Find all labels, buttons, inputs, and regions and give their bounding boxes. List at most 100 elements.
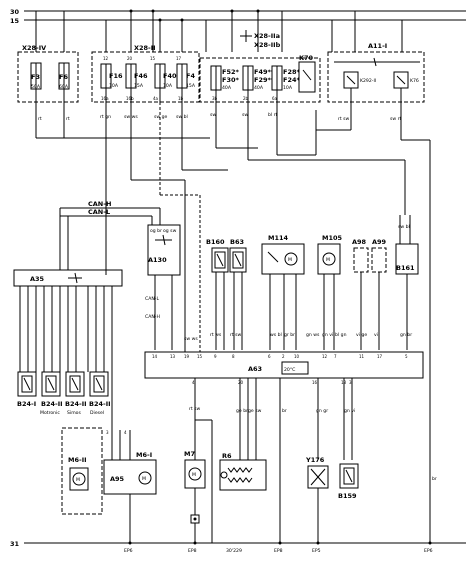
can-h-label: CAN-H	[88, 200, 111, 208]
a63-pin-15: 15	[197, 354, 203, 359]
module-a95: A95 M M6-I 3 4	[103, 420, 157, 543]
a63-pin-16: 16	[312, 380, 318, 385]
wire-rt-gn: rt gn	[100, 114, 111, 120]
fuse-f49: F49**	[254, 68, 275, 76]
m7-label: M7	[184, 450, 195, 458]
wire-gr-br: gr br	[284, 332, 295, 338]
pin-1b: 1b	[178, 96, 184, 101]
a63-pin-13: 13	[170, 354, 176, 359]
svg-text:M: M	[288, 257, 292, 263]
fuse-f29-rating: 40A	[254, 85, 264, 91]
a63-pin-14: 14	[152, 354, 158, 359]
a63-pin-12: 12	[322, 354, 328, 359]
rail-15: 15	[10, 17, 466, 25]
fuse-f52: F52*	[222, 68, 239, 76]
m105-label: M105	[322, 234, 343, 242]
b24-i-label: B24-I	[17, 400, 36, 408]
wires-a11-down: rt sw sw rt br	[316, 102, 437, 543]
b24-ii-label-c: B24-II	[89, 400, 111, 408]
a63-pin-10: 10	[294, 354, 300, 359]
fuse-f6: F6	[59, 73, 68, 81]
wire-bl-gn: bl gn	[335, 332, 347, 338]
pin-20: 20	[127, 56, 133, 61]
module-a98: A98	[352, 238, 369, 350]
wire-rt-ws: rt ws	[210, 332, 222, 338]
fuse-f29: F29**	[254, 76, 275, 84]
b160-label: B160	[206, 238, 225, 246]
sensor-b159: B159	[338, 463, 359, 500]
relay-k76: K76	[410, 78, 419, 84]
a95-label: A95	[110, 475, 125, 483]
a95-pin-3: 3	[106, 430, 109, 435]
a63-pin-2: 2	[282, 354, 285, 359]
fuse-f24-rating: 10A	[283, 85, 293, 91]
a63-pin-5: 5	[405, 354, 408, 359]
relay-k292: K292-II	[360, 78, 376, 84]
wire-br-2: br	[282, 408, 287, 414]
sensor-b24-ii-simos: B24-II Simos	[65, 371, 87, 416]
motronic-label: Motronic	[40, 410, 60, 416]
wire-vi: vi	[374, 332, 378, 338]
wire-sw-bl: sw bl	[176, 114, 188, 120]
doc-number: 30'229	[226, 548, 242, 554]
fuse-f16-rating: 10A	[109, 83, 119, 89]
r6-label: R6	[222, 452, 232, 460]
fuse-f46-rating: 15A	[134, 83, 144, 89]
a63-pin-17: 17	[377, 354, 383, 359]
a63-pin-3: 3	[349, 380, 352, 385]
a63-pin-4: 4	[192, 380, 195, 385]
wire-gn-gr: gn gr	[316, 408, 328, 414]
pin-6a: 6a	[272, 96, 278, 101]
a63-label: A63	[248, 365, 262, 373]
pin-2b: 2b	[243, 96, 249, 101]
x28-iia-label: X28-IIa	[254, 32, 280, 40]
resistor-r6: R6	[219, 452, 267, 491]
pin-17: 17	[176, 56, 182, 61]
module-a63: A63 20°C 14 13 19 15 9 8 6 2 10 12 7 11 …	[144, 351, 424, 385]
a63-pin-6: 6	[268, 354, 271, 359]
fuse-f4: F4	[186, 72, 195, 80]
rail-15-label: 15	[10, 17, 20, 25]
wire-ge-br: ge br	[236, 408, 248, 414]
svg-text:M: M	[192, 472, 196, 478]
motor-m7: M M7	[184, 450, 206, 543]
m114-label: M114	[268, 234, 289, 242]
a63-pin-11: 11	[359, 354, 365, 359]
ground-ep8-b: EP8	[274, 548, 283, 554]
pin-3b: 3b	[212, 96, 218, 101]
fuse-box-x28-iia: X28-IIa X28-IIb F52* F30* 40A F49** F29*…	[199, 30, 321, 103]
simos-label: Simos	[67, 410, 81, 416]
wire-rt-sw: rt sw	[338, 116, 350, 122]
relay-box-a11-i: A11-I K292-II K76	[327, 42, 425, 103]
wire-og-sw: og sw	[163, 229, 177, 234]
can-l-label: CAN-L	[88, 208, 110, 216]
rail-drops	[35, 9, 403, 52]
a11-i-label: A11-I	[368, 42, 387, 50]
wires-fuses-to-a35: rt rt	[35, 102, 210, 139]
wire-gn-vi: gn vi	[322, 332, 333, 338]
svg-text:M: M	[326, 257, 330, 263]
sensor-b24-ii-motronic: B24-II Motronic	[40, 371, 63, 416]
wire-gn-vi-2: gn vi	[344, 408, 355, 414]
a63-pin-19: 19	[184, 354, 190, 359]
wire-vi-ge: vi ge	[356, 332, 367, 338]
x28-ii-label: X28-II	[134, 44, 156, 52]
relay-k70: K70	[299, 54, 314, 62]
a95-pin-4: 4	[124, 430, 127, 435]
y176-label: Y176	[305, 456, 325, 464]
rail-31: 31	[10, 540, 466, 548]
a63-pin-7: 7	[334, 354, 337, 359]
fuse-f3: F3	[31, 73, 40, 81]
module-b161: B161 sw bl	[395, 215, 419, 350]
sensor-b160: B160	[206, 238, 229, 350]
motor-m105: M M105	[317, 234, 343, 350]
m6-i-label: M6-I	[136, 451, 152, 459]
wire-sw-rt: sw rt	[390, 116, 401, 122]
a63-pin-9: 9	[214, 354, 217, 359]
wire-og-br: og br	[150, 228, 162, 234]
diesel-label: Diesel	[90, 410, 104, 416]
a63-wire-labels: sw ws rt ws rt sw ws bl gr br gn ws gn v…	[184, 332, 412, 342]
wire-rt-1: rt	[38, 116, 42, 122]
fuse-f16: F16	[109, 72, 123, 80]
b159-label: B159	[338, 492, 357, 500]
